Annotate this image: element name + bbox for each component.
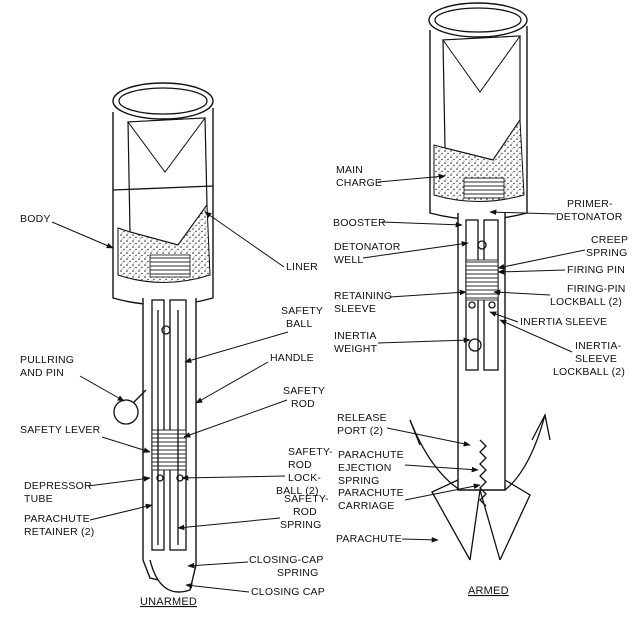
- label-creep-spring: CREEP SPRING: [586, 234, 631, 259]
- label-parachute-carriage: PARACHUTE CARRIAGE: [338, 487, 407, 512]
- label-body: BODY: [20, 213, 51, 225]
- label-inertia-sleeve: INERTIA SLEEVE: [520, 316, 607, 328]
- label-rod-lockball: SAFETY- ROD LOCK- BALL (2): [276, 446, 336, 497]
- label-retaining-sleeve: RETAINING SLEEVE: [334, 290, 395, 315]
- label-depressor-tube: DEPRESSOR TUBE: [24, 480, 95, 505]
- label-safety-lever: SAFETY LEVER: [20, 424, 101, 436]
- label-handle: HANDLE: [270, 352, 314, 364]
- caption-unarmed: UNARMED: [140, 596, 197, 608]
- label-firing-pin-lockball: FIRING-PIN LOCKBALL (2): [550, 283, 629, 308]
- label-release-port: RELEASE PORT (2): [337, 412, 390, 437]
- label-firing-pin: FIRING PIN: [567, 264, 625, 276]
- label-primer-detonator: PRIMER- DETONATOR: [556, 198, 623, 223]
- label-parachute: PARACHUTE: [336, 533, 402, 545]
- label-closing-cap: CLOSING CAP: [251, 586, 325, 598]
- label-liner: LINER: [286, 261, 318, 273]
- armed-labels: MAIN CHARGE PRIMER- DETONATOR BOOSTER CR…: [333, 164, 631, 597]
- unarmed-mine-drawing: [112, 82, 214, 593]
- label-main-charge: MAIN CHARGE: [336, 164, 382, 189]
- label-ejection-spring: PARACHUTE EJECTION SPRING: [338, 449, 407, 487]
- label-safety-ball: SAFETY BALL: [281, 305, 326, 330]
- label-booster: BOOSTER: [333, 217, 386, 229]
- unarmed-labels: BODY LINER SAFETY BALL PULLRING AND PIN …: [20, 211, 336, 608]
- label-inertia-sleeve-lockball: INERTIA- SLEEVE LOCKBALL (2): [553, 340, 625, 378]
- label-pullring: PULLRING AND PIN: [20, 354, 77, 379]
- label-closing-cap-spring: CLOSING-CAP SPRING: [249, 554, 326, 579]
- label-detonator-well: DETONATOR WELL: [334, 241, 404, 266]
- label-rod-spring: SAFETY- ROD SPRING: [280, 493, 332, 531]
- label-parachute-retainer: PARACHUTE RETAINER (2): [24, 513, 94, 538]
- armed-mine-drawing: [409, 2, 551, 561]
- caption-armed: ARMED: [468, 585, 509, 597]
- label-safety-rod: SAFETY ROD: [283, 385, 328, 410]
- label-inertia-weight: INERTIA WEIGHT: [334, 330, 379, 355]
